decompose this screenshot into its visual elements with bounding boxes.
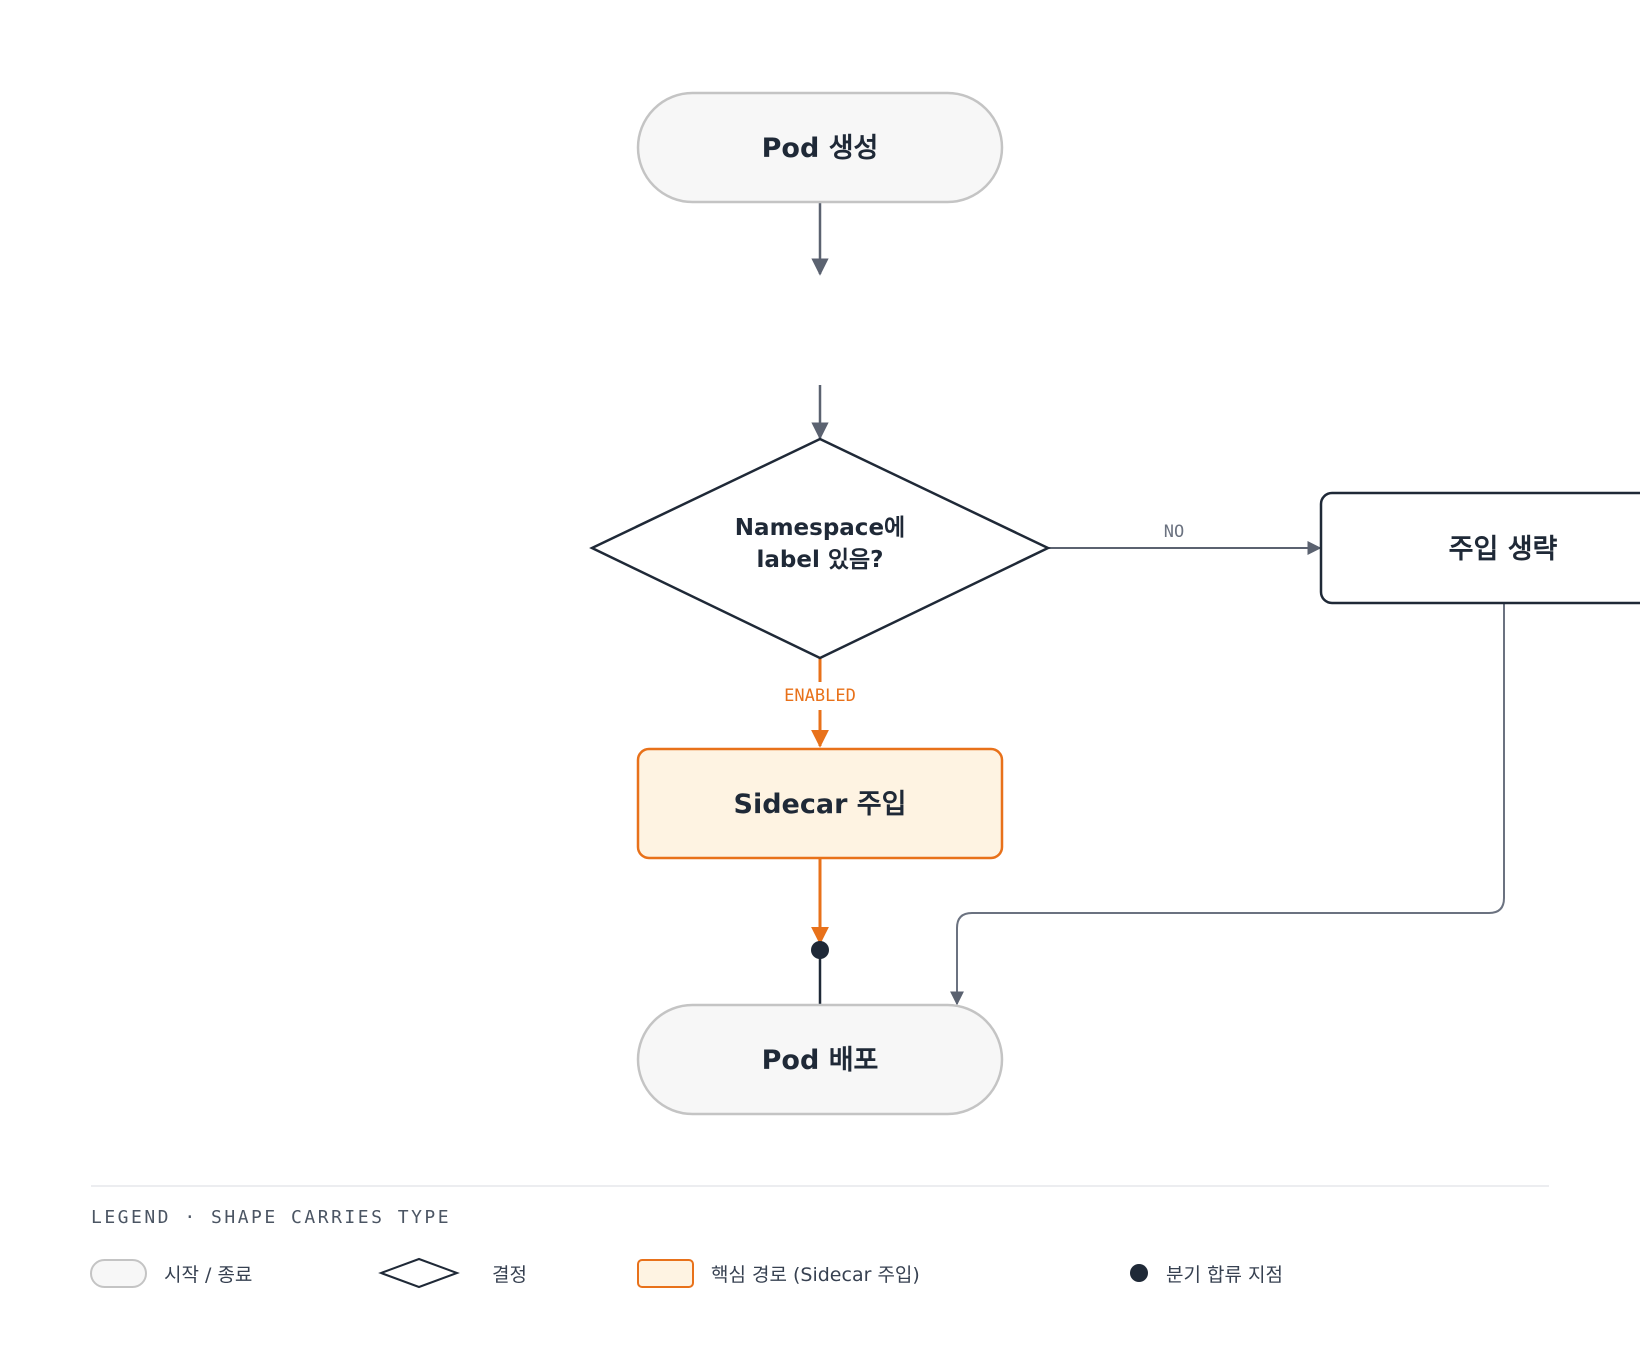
node-inject[interactable]: Sidecar 주입 [636, 747, 1004, 860]
legend-core-path-swatch [637, 1259, 694, 1288]
node-end[interactable]: Pod 배포 [636, 1003, 1004, 1116]
legend-junction-swatch [1130, 1264, 1148, 1282]
legend-junction-label: 분기 합류 지점 [1166, 1264, 1283, 1286]
edge-no-label: NO [1164, 522, 1184, 542]
legend-terminal-swatch [90, 1259, 147, 1288]
node-inject-label: Sidecar 주입 [734, 789, 907, 820]
junction-dot [811, 941, 829, 959]
legend-item-terminal: 시작 / 종료 [90, 1259, 252, 1288]
node-decision[interactable]: Namespace에 label 있음? [589, 437, 1051, 660]
legend-item-junction: 분기 합류 지점 [1130, 1264, 1283, 1286]
node-start-label: Pod 생성 [762, 133, 879, 164]
edge-enabled-label: ENABLED [784, 686, 856, 706]
legend-terminal-label: 시작 / 종료 [164, 1264, 252, 1286]
node-start[interactable]: Pod 생성 [636, 91, 1004, 204]
node-end-label: Pod 배포 [762, 1045, 879, 1076]
node-decision-line2: label 있음? [756, 547, 883, 573]
edge-skip-merge [950, 604, 1505, 1006]
legend-decision-label: 결정 [492, 1264, 527, 1286]
legend-title: LEGEND · SHAPE CARRIES TYPE [91, 1207, 451, 1228]
legend-decision-swatch [378, 1257, 460, 1289]
node-skip-label: 주입 생략 [1449, 534, 1558, 565]
legend-item-decision: 결정 [378, 1257, 527, 1289]
node-skip[interactable]: 주입 생략 [1319, 491, 1640, 605]
legend-core-path-label: 핵심 경로 (Sidecar 주입) [711, 1264, 920, 1286]
node-decision-line1: Namespace에 [735, 515, 905, 541]
legend-item-core-path: 핵심 경로 (Sidecar 주입) [637, 1259, 920, 1288]
